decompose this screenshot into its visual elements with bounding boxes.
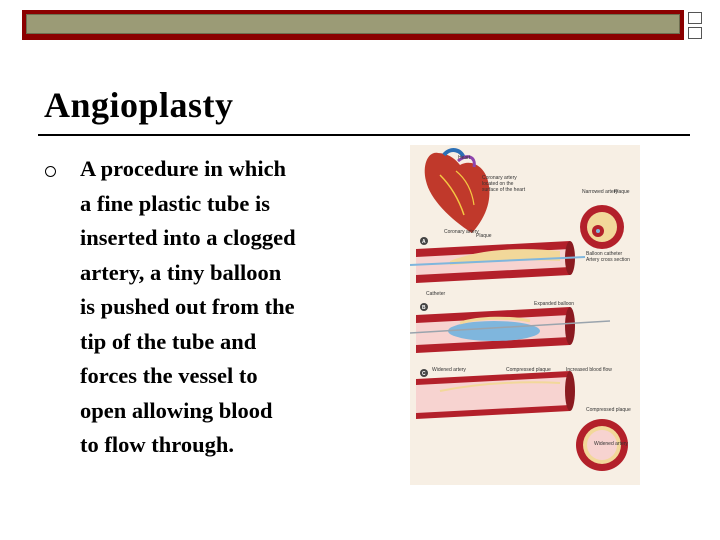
angioplasty-diagram: Heart Coronary artery located on the sur… [410,148,631,471]
label-expanded-balloon: Expanded balloon [534,301,574,307]
label-plaque: Plaque [476,233,492,239]
label-narrowed-artery: Narrowed artery [582,189,618,195]
label-catheter: Catheter [426,291,446,297]
bullet-line: to flow through. [80,432,234,457]
label-plaque-top: Plaque [614,189,630,195]
step-b-marker [420,303,428,311]
bullet-line: forces the vessel to [80,363,258,388]
step-c-label: C [422,371,426,377]
label-coronary-artery: Coronary artery [444,229,479,235]
bullet-line: open allowing blood [80,397,273,423]
bullet-line: artery, a tiny balloon [80,259,282,285]
title-divider [38,134,690,136]
heart-icon [424,148,490,233]
label-balloon-catheter: Balloon catheter [586,251,622,257]
label-compressed-plaque-2: Compressed plaque [586,407,631,413]
angioplasty-illustration: Heart Coronary artery located on the sur… [410,145,640,485]
title-bar-inner [26,14,680,34]
corner-square-top [688,12,702,24]
artery-step-a [410,241,586,283]
step-c-marker [420,369,428,377]
bullet-line: is pushed out from the [80,294,295,319]
artery-cross-section-widened [576,419,628,471]
bullet-line: A procedure in which [80,156,287,181]
step-a-label: A [422,239,426,245]
slide-title: Angioplasty [44,85,234,125]
label-increased-blood-flow: Increased blood flow [566,367,612,373]
label-coronary-callout: Coronary artery located on the surface o… [482,175,526,193]
label-heart: Heart [458,155,471,161]
label-widened-artery-2: Widened artery [594,441,628,447]
title-bar-decoration [22,10,684,40]
artery-cross-section-narrowed [580,205,624,249]
corner-square-bottom [688,27,702,39]
step-b-label: B [422,305,426,311]
bullet-line: tip of the tube and [80,328,257,354]
step-a-marker [420,237,428,245]
label-artery-cross-section: Artery cross section [586,257,630,263]
bullet-icon [45,166,56,177]
bullet-text: A procedure in which a fine plastic tube… [80,152,370,463]
label-compressed-plaque: Compressed plaque [506,367,551,373]
artery-step-b [410,307,611,353]
bullet-line: a fine plastic tube is [80,190,271,216]
bullet-line: inserted into a clogged [80,225,296,250]
artery-step-c [416,371,575,419]
label-widened-artery: Widened artery [432,367,466,373]
